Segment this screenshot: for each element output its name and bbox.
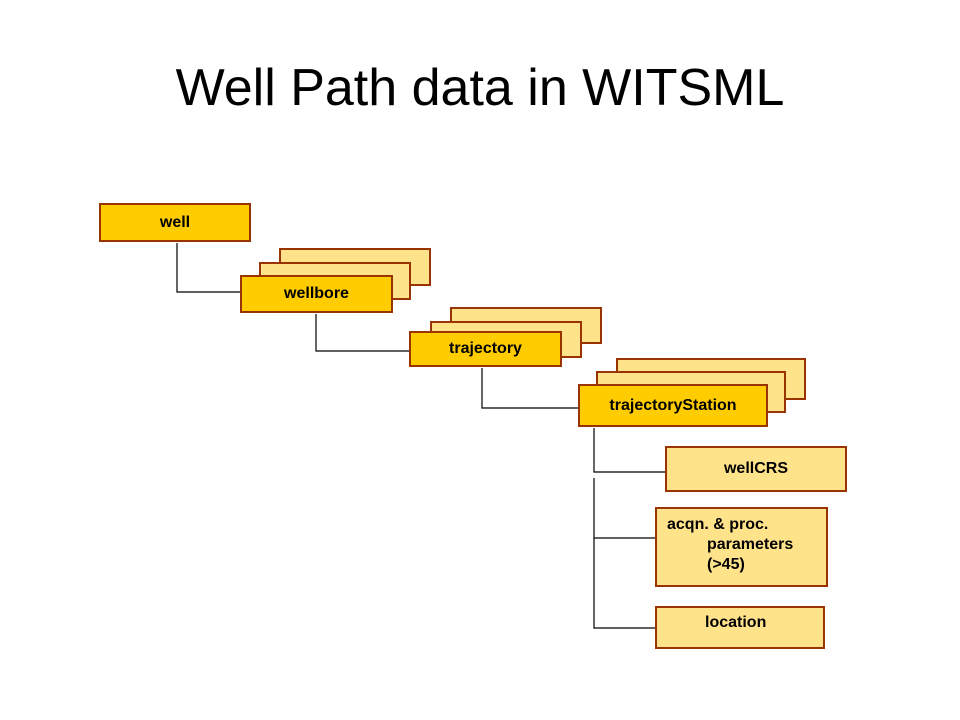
node-wellbore: wellbore xyxy=(240,275,393,313)
diagram-title: Well Path data in WITSML xyxy=(175,59,785,117)
node-trajectory: trajectory xyxy=(409,331,562,367)
connector-station-params xyxy=(593,478,655,629)
node-well: well xyxy=(99,203,251,242)
connector-trajectory-station xyxy=(481,368,579,409)
node-trajectory-label: trajectory xyxy=(449,340,522,357)
node-wellcrs-label: wellCRS xyxy=(723,460,788,477)
connector-station-wellcrs xyxy=(593,428,665,473)
node-trajectory-station-label: trajectoryStation xyxy=(609,396,737,414)
node-params-line2: parameters xyxy=(707,536,794,553)
node-params-line3: (>45) xyxy=(707,556,745,573)
node-well-label: well xyxy=(159,213,191,231)
node-acqn-proc-parameters: acqn. & proc. parameters (>45) xyxy=(655,507,828,587)
node-location: location xyxy=(655,606,825,649)
connector-well-wellbore xyxy=(176,243,241,293)
node-wellbore-label: wellbore xyxy=(284,285,349,302)
node-params-line1: acqn. & proc. xyxy=(667,516,769,533)
connector-wellbore-trajectory xyxy=(315,314,409,352)
node-trajectory-station: trajectoryStation xyxy=(578,384,768,427)
node-location-label: location xyxy=(705,614,767,631)
node-wellcrs: wellCRS xyxy=(665,446,847,492)
